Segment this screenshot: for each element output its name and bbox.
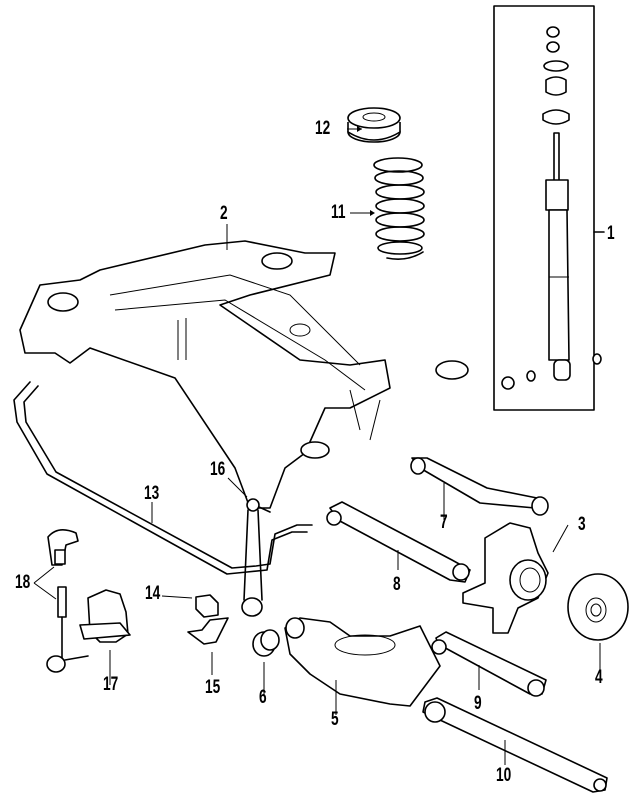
hub[interactable] (567, 573, 629, 680)
callout-17[interactable]: 17 (103, 674, 119, 695)
callout-16[interactable]: 16 (210, 459, 226, 480)
callout-1[interactable]: 1 (607, 223, 615, 244)
callout-8[interactable]: 8 (393, 574, 401, 595)
callout-12[interactable]: 12 (315, 118, 331, 139)
callout-5[interactable]: 5 (331, 709, 339, 730)
shock-absorber[interactable] (501, 26, 602, 390)
callout-10[interactable]: 10 (496, 765, 512, 786)
shock-kit-box (493, 5, 605, 411)
callout-11[interactable]: 11 (331, 202, 346, 223)
upper-link[interactable] (410, 457, 549, 520)
crossmember[interactable] (19, 240, 469, 509)
callout-4[interactable]: 4 (595, 667, 603, 688)
stabilizer-bar[interactable] (13, 381, 313, 575)
callout-7[interactable]: 7 (440, 512, 448, 533)
callout-13[interactable]: 13 (144, 483, 160, 504)
bracket[interactable] (79, 589, 131, 685)
bushing-bracket[interactable] (187, 617, 229, 675)
coil-spring[interactable] (350, 157, 425, 260)
callout-6[interactable]: 6 (259, 687, 267, 708)
control-arm-bushing[interactable] (252, 629, 280, 695)
lower-control-arm[interactable] (284, 617, 441, 715)
trailing-link[interactable] (422, 697, 608, 793)
callout-15[interactable]: 15 (205, 677, 221, 698)
callout-9[interactable]: 9 (474, 693, 482, 714)
level-sensor-link[interactable] (33, 529, 89, 673)
callout-18[interactable]: 18 (15, 572, 31, 593)
toe-link[interactable] (431, 631, 547, 697)
callout-14[interactable]: 14 (145, 583, 161, 604)
stabilizer-link[interactable] (227, 477, 271, 617)
callout-2[interactable]: 2 (220, 203, 228, 224)
lateral-link[interactable] (326, 501, 471, 583)
callout-3[interactable]: 3 (578, 514, 586, 535)
spring-insulator[interactable] (347, 107, 401, 143)
knuckle[interactable] (462, 522, 569, 634)
stabilizer-bushing[interactable] (161, 594, 219, 618)
